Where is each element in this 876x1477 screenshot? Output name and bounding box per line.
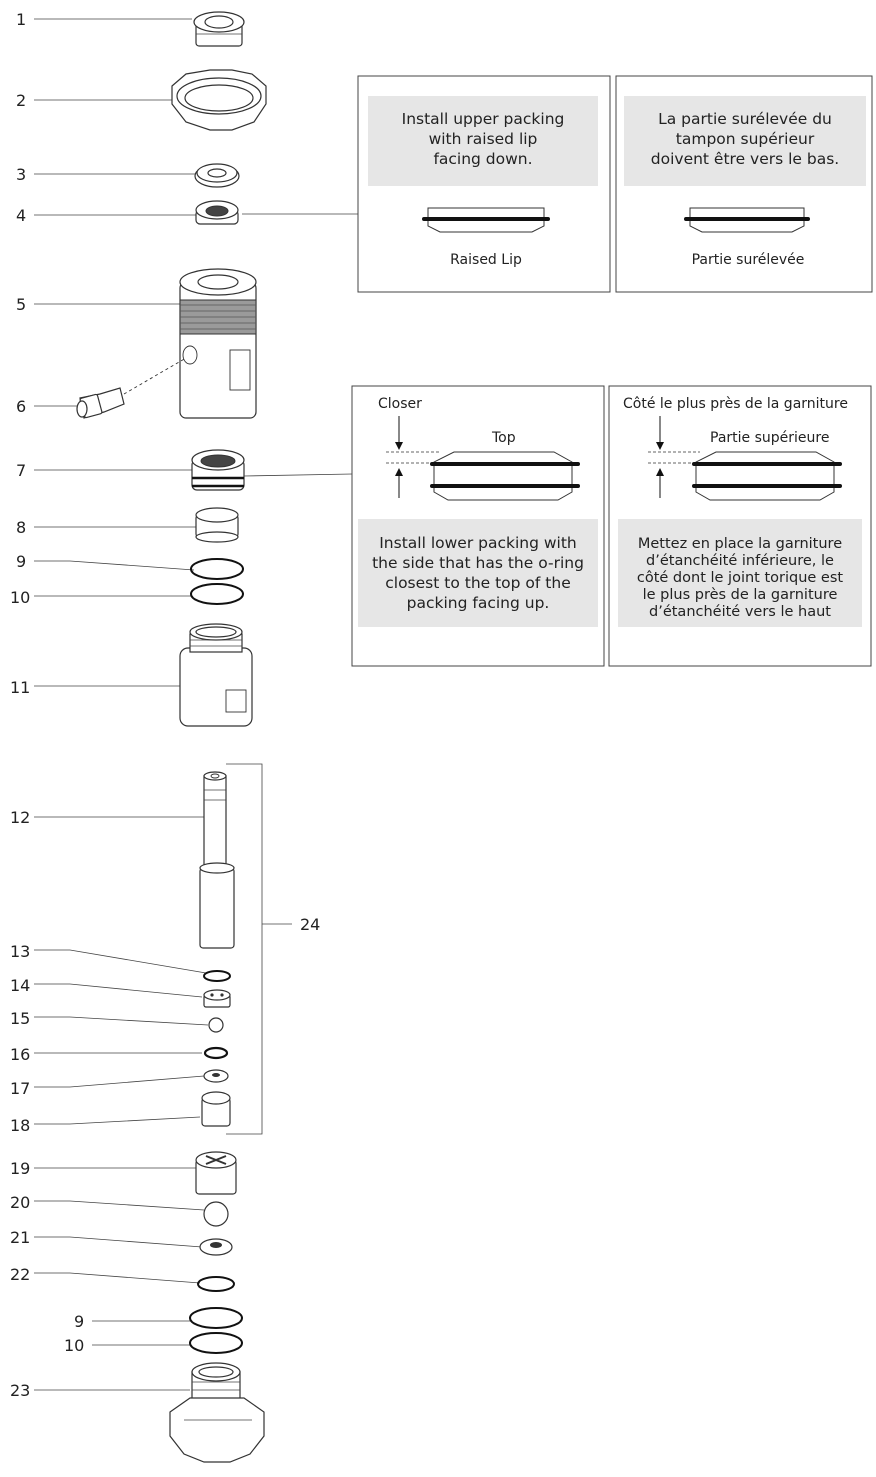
part-number-9-lower: 9	[74, 1312, 84, 1331]
upper-packing-callout-en: Install upper packing with raised lip fa…	[357, 75, 611, 293]
closer-label: Closer	[378, 396, 422, 412]
part-number-9: 9	[16, 552, 26, 571]
lower-en-line-1: Install lower packing with	[379, 534, 577, 552]
partie-surelevee-label: Partie surélevée	[692, 252, 805, 268]
lower-fr-line-5: d’étanchéité vers le haut	[649, 604, 831, 620]
part-11-housing	[179, 623, 253, 727]
part-number-3: 3	[16, 165, 26, 184]
part-22-oring	[197, 1276, 235, 1292]
part-number-1: 1	[16, 10, 26, 29]
part-number-2: 2	[16, 91, 26, 110]
part-number-22: 22	[10, 1265, 30, 1284]
part-number-10: 10	[10, 588, 30, 607]
part-number-16: 16	[10, 1045, 30, 1064]
part-17-seat	[203, 1069, 229, 1083]
part-number-23: 23	[10, 1381, 30, 1400]
upper-en-line-3: facing down.	[433, 150, 532, 168]
top-label: Top	[491, 430, 516, 446]
partie-superieure-label: Partie supérieure	[710, 430, 829, 446]
part-13-ring	[203, 970, 231, 982]
part-number-4: 4	[16, 206, 26, 225]
part-18-retainer	[201, 1091, 231, 1127]
part-number-7: 7	[16, 461, 26, 480]
upper-fr-line-2: tampon supérieur	[676, 130, 815, 148]
part-9-oring-lower	[189, 1307, 243, 1329]
part-15-ball	[208, 1017, 224, 1033]
closer-arrows-fr	[648, 416, 700, 498]
part-23-foot-valve	[169, 1362, 265, 1463]
part-14-guide	[203, 989, 231, 1008]
part-16-ring	[203, 1046, 229, 1060]
part-number-21: 21	[10, 1228, 30, 1247]
part-2-lug-nut	[171, 69, 267, 131]
part-number-18: 18	[10, 1116, 30, 1135]
part-5-cylinder	[179, 268, 257, 419]
lower-packing-illustration-en	[430, 451, 580, 501]
partie-surelevee-illustration	[684, 207, 810, 233]
part-3-washer	[194, 163, 240, 188]
upper-callout-fr-note-box	[624, 96, 866, 186]
part-number-20: 20	[10, 1193, 30, 1212]
part-number-6: 6	[16, 397, 26, 416]
upper-en-line-1: Install upper packing	[402, 110, 565, 128]
raised-lip-packing-illustration	[422, 207, 550, 233]
lower-packing-callout-fr: Côté le plus près de la garniture Partie…	[608, 385, 872, 667]
lower-en-line-3: closest to the top of the	[385, 574, 571, 592]
lower-packing-callout-en: Closer Top Install lower packing with th…	[351, 385, 605, 667]
lower-en-line-2: the side that has the o-ring	[372, 554, 584, 572]
raised-lip-label: Raised Lip	[450, 252, 522, 268]
part-number-10-lower: 10	[64, 1336, 84, 1355]
lower-packing-illustration-fr	[692, 451, 842, 501]
lower-fr-line-2: d’étanchéité inférieure, le	[646, 553, 834, 569]
part-4-upper-packing	[195, 200, 239, 225]
part-number-5: 5	[16, 295, 26, 314]
cote-plus-pres-label: Côté le plus près de la garniture	[623, 396, 848, 412]
part-7-lower-packing	[191, 449, 245, 491]
part-20-ball	[203, 1201, 229, 1227]
upper-packing-callout-fr: La partie surélevée du tampon supérieur …	[615, 75, 873, 293]
lower-callout-fr-note-box	[618, 519, 862, 627]
part-number-13: 13	[10, 942, 30, 961]
part-number-15: 15	[10, 1009, 30, 1028]
upper-callout-en-note-box	[368, 96, 598, 186]
lower-fr-line-1: Mettez en place la garniture	[638, 536, 842, 552]
lower-fr-line-3: côté dont le joint torique est	[637, 570, 844, 586]
lower-callout-en-note-box	[358, 519, 598, 627]
part-labels: 1 2 3 4 5 6 7 8 9 10 11 12 13 14 15 16 1…	[10, 10, 320, 1400]
part-10-oring	[190, 583, 244, 605]
part-number-24: 24	[300, 915, 320, 934]
part-number-19: 19	[10, 1159, 30, 1178]
part-1-gland-nut	[193, 11, 245, 47]
part-9-oring	[190, 558, 244, 580]
part-8-sleeve	[195, 507, 239, 543]
part-number-11: 11	[10, 678, 30, 697]
upper-fr-line-3: doivent être vers le bas.	[651, 150, 839, 168]
part-number-14: 14	[10, 976, 30, 995]
part-19-guide	[195, 1151, 237, 1195]
lower-en-line-4: packing facing up.	[407, 594, 550, 612]
part-21-seat	[199, 1238, 233, 1256]
part-number-17: 17	[10, 1079, 30, 1098]
upper-en-line-2: with raised lip	[429, 130, 538, 148]
upper-fr-line-1: La partie surélevée du	[658, 110, 832, 128]
part-number-12: 12	[10, 808, 30, 827]
part-10-oring-lower	[189, 1332, 243, 1354]
part-6-fitting	[76, 357, 187, 419]
part-number-8: 8	[16, 518, 26, 537]
lower-fr-line-4: le plus près de la garniture	[643, 587, 838, 603]
part-12-piston-rod	[199, 771, 235, 949]
